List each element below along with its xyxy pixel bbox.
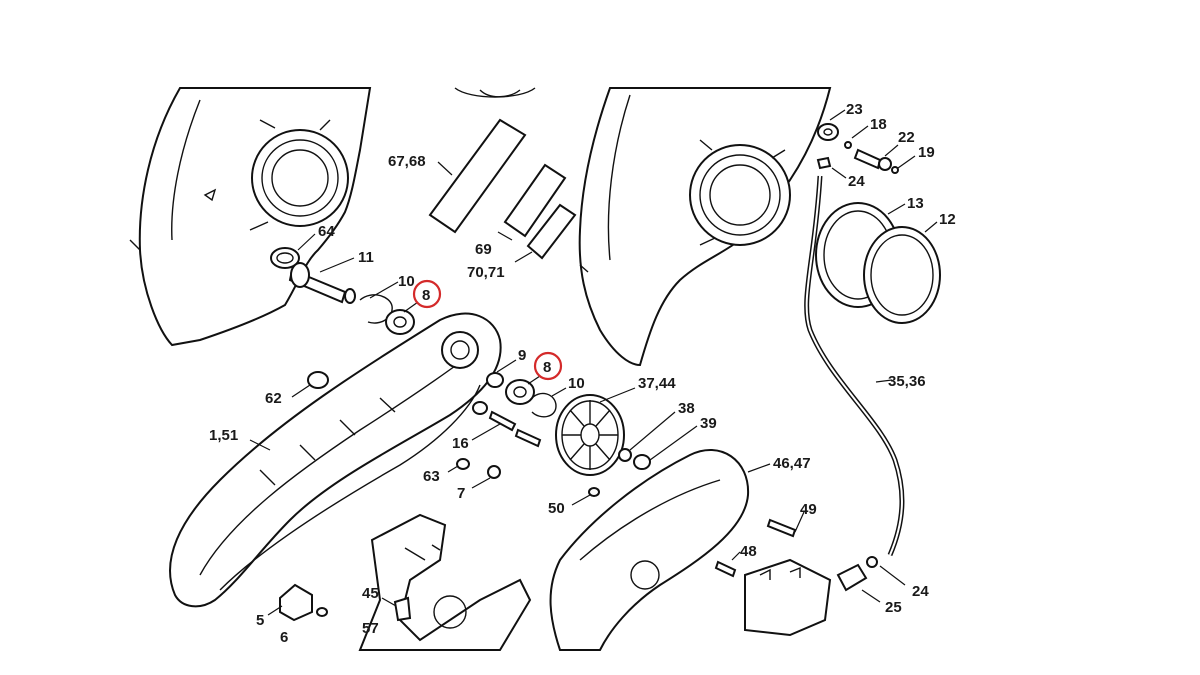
seal-rings xyxy=(815,202,941,324)
callout-37-44: 37,44 xyxy=(638,375,676,392)
callout-45: 45 xyxy=(362,585,379,602)
callout-labels: 64 11 10 8 67,68 69 70,71 23 18 22 19 24… xyxy=(209,101,956,646)
callout-49: 49 xyxy=(800,501,817,518)
screw-50-part xyxy=(588,487,600,497)
mount-bracket-part xyxy=(358,513,532,651)
callout-63: 63 xyxy=(423,468,440,485)
callout-9: 9 xyxy=(518,347,526,364)
callout-11: 11 xyxy=(358,249,374,266)
shaft-assembly xyxy=(270,247,415,335)
callout-35-36: 35,36 xyxy=(888,373,926,390)
callout-1-51: 1,51 xyxy=(209,427,238,444)
fitting-25-part xyxy=(836,563,868,592)
callout-24-lower: 24 xyxy=(912,583,929,600)
nut-39-part xyxy=(633,454,651,470)
screw-63-part xyxy=(456,458,470,470)
screw-48-part xyxy=(714,560,737,578)
highlight-circle-top xyxy=(412,279,442,309)
guide-bar-part xyxy=(169,312,502,608)
screw-7-part xyxy=(487,465,501,479)
callout-25: 25 xyxy=(885,599,902,616)
bearing-assembly xyxy=(472,372,557,448)
screw-45-part xyxy=(393,596,412,622)
callout-38: 38 xyxy=(678,400,695,417)
clip-5-part xyxy=(279,583,313,622)
callout-12: 12 xyxy=(939,211,956,228)
callout-46-47: 46,47 xyxy=(773,455,811,472)
callout-18: 18 xyxy=(870,116,887,133)
callout-23: 23 xyxy=(846,101,863,118)
sprocket-cover-part xyxy=(549,449,750,651)
callout-39: 39 xyxy=(700,415,717,432)
callout-10-upper: 10 xyxy=(398,273,415,290)
fitting-parts-group xyxy=(816,123,899,174)
callout-70-71: 70,71 xyxy=(467,264,505,281)
callout-69: 69 xyxy=(475,241,492,258)
callout-50: 50 xyxy=(548,500,565,517)
callout-64: 64 xyxy=(318,223,335,240)
callout-6: 6 xyxy=(280,629,288,646)
washer-38-part xyxy=(618,448,632,462)
callout-24-upper: 24 xyxy=(848,173,865,190)
nut-62-part xyxy=(307,371,329,389)
leader-lines xyxy=(249,109,938,616)
callout-8-middle: 8 xyxy=(543,359,551,376)
right-housing-part xyxy=(578,87,832,367)
sprocket-wheel-part xyxy=(555,394,625,476)
callout-10-lower: 10 xyxy=(568,375,585,392)
highlight-circle-middle xyxy=(533,351,563,381)
callout-16: 16 xyxy=(452,435,469,452)
callout-5: 5 xyxy=(256,612,264,629)
callout-19: 19 xyxy=(918,144,935,161)
bracket-part xyxy=(744,558,832,637)
callout-7: 7 xyxy=(457,485,465,502)
screw-49-part xyxy=(766,518,797,538)
callout-57: 57 xyxy=(362,620,379,637)
callout-13: 13 xyxy=(907,195,924,212)
callout-22: 22 xyxy=(898,129,915,146)
callout-62: 62 xyxy=(265,390,282,407)
left-housing-part xyxy=(129,87,372,347)
callout-67-68: 67,68 xyxy=(388,153,426,170)
callout-8-upper: 8 xyxy=(422,287,430,304)
callout-48: 48 xyxy=(740,543,757,560)
decal-labels xyxy=(428,87,577,260)
